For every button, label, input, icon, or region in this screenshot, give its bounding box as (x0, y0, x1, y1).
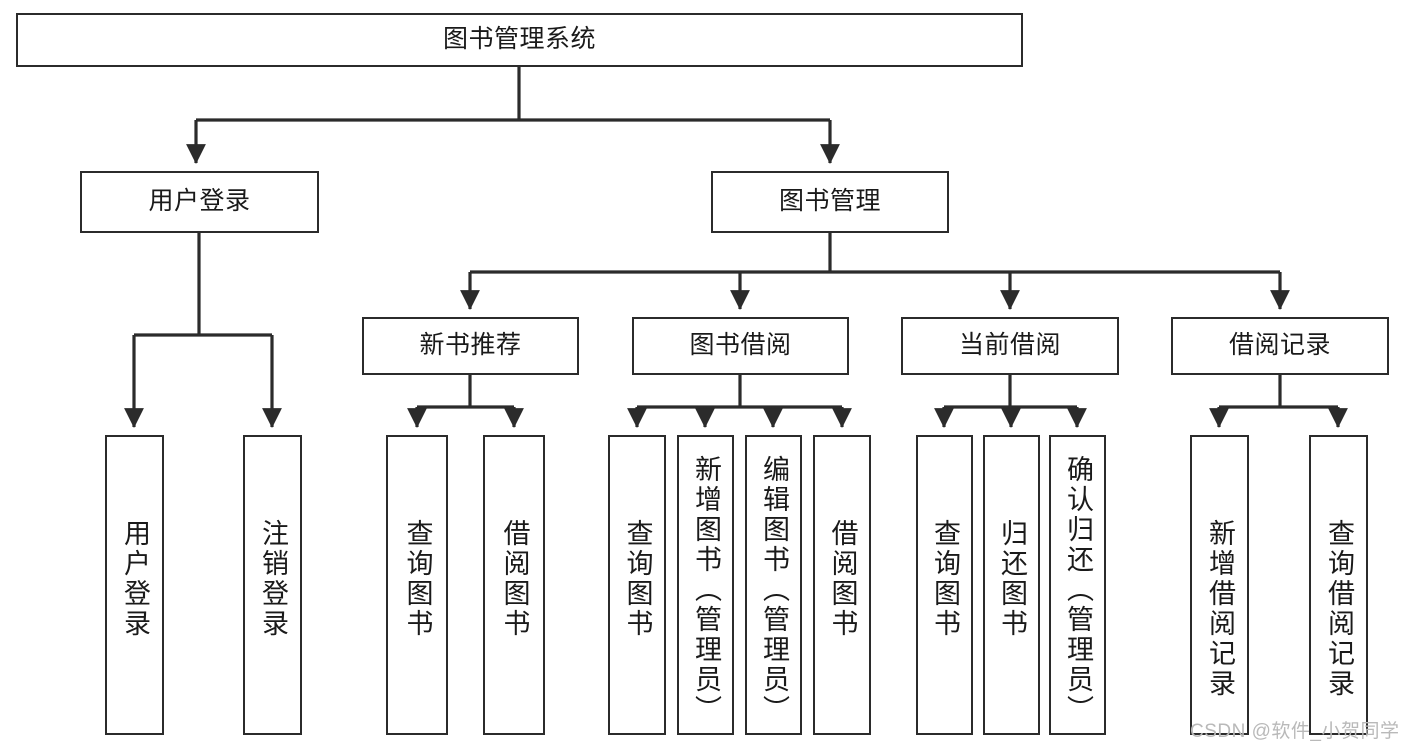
node-current-borrow-label: 当前借阅 (958, 331, 1061, 360)
node-borrow-record-label: 借阅记录 (1228, 331, 1331, 360)
node-borrow-record[interactable]: 借阅记录 (1171, 317, 1389, 375)
node-book-borrow[interactable]: 图书借阅 (632, 317, 849, 375)
node-leaf-edit-book[interactable]: 编辑图书（管理员） (745, 435, 802, 735)
node-leaf-user-login-label: 用户登录 (120, 519, 150, 639)
node-root-label: 图书管理系统 (442, 25, 596, 54)
node-book-manage-label: 图书管理 (778, 187, 881, 216)
node-leaf-query-book-1-label: 查询图书 (402, 519, 433, 639)
node-user-login[interactable]: 用户登录 (80, 171, 319, 233)
node-new-book-recommend[interactable]: 新书推荐 (362, 317, 579, 375)
node-root[interactable]: 图书管理系统 (16, 13, 1023, 67)
node-leaf-confirm-return[interactable]: 确认归还（管理员） (1049, 435, 1106, 735)
node-leaf-edit-book-label: 编辑图书（管理员） (759, 455, 789, 725)
node-leaf-borrow-book-2-label: 借阅图书 (827, 519, 858, 639)
node-leaf-query-book-2[interactable]: 查询图书 (608, 435, 666, 735)
node-book-borrow-label: 图书借阅 (689, 331, 792, 360)
node-current-borrow[interactable]: 当前借阅 (901, 317, 1119, 375)
node-new-book-recommend-label: 新书推荐 (419, 331, 522, 360)
node-leaf-return-book-label: 归还图书 (997, 519, 1027, 639)
node-leaf-return-book[interactable]: 归还图书 (983, 435, 1040, 735)
node-leaf-query-book-3[interactable]: 查询图书 (916, 435, 973, 735)
node-leaf-add-book-label: 新增图书（管理员） (691, 455, 721, 725)
node-user-login-label: 用户登录 (148, 187, 251, 216)
node-leaf-query-book-1[interactable]: 查询图书 (386, 435, 448, 735)
node-leaf-borrow-book-1[interactable]: 借阅图书 (483, 435, 545, 735)
node-leaf-query-record[interactable]: 查询借阅记录 (1309, 435, 1368, 735)
node-leaf-add-record-label: 新增借阅记录 (1205, 519, 1235, 699)
node-book-manage[interactable]: 图书管理 (711, 171, 949, 233)
node-leaf-user-login[interactable]: 用户登录 (105, 435, 164, 735)
node-leaf-borrow-book-2[interactable]: 借阅图书 (813, 435, 871, 735)
node-leaf-query-book-3-label: 查询图书 (930, 519, 960, 639)
node-leaf-logout-label: 注销登录 (258, 519, 288, 639)
csdn-watermark: CSDN @软件_小贺同学 (1190, 721, 1400, 742)
node-leaf-borrow-book-1-label: 借阅图书 (499, 519, 530, 639)
node-leaf-add-book[interactable]: 新增图书（管理员） (677, 435, 734, 735)
node-leaf-add-record[interactable]: 新增借阅记录 (1190, 435, 1249, 735)
node-leaf-query-record-label: 查询借阅记录 (1324, 519, 1354, 699)
node-leaf-logout[interactable]: 注销登录 (243, 435, 302, 735)
node-leaf-query-book-2-label: 查询图书 (622, 519, 653, 639)
node-leaf-confirm-return-label: 确认归还（管理员） (1063, 455, 1093, 725)
